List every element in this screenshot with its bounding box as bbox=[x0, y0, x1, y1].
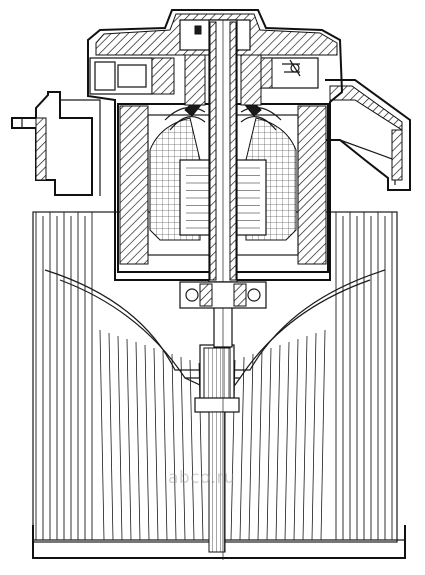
housing-flange-left bbox=[11, 91, 101, 196]
impeller-blade-line bbox=[144, 344, 150, 541]
impeller-blade-line bbox=[117, 335, 123, 541]
impeller-blade-line bbox=[135, 341, 141, 541]
impeller-blade-line bbox=[162, 350, 168, 541]
impeller-wheel bbox=[32, 211, 406, 559]
stator-right-pole bbox=[297, 105, 327, 265]
impeller-blade-line bbox=[180, 356, 186, 541]
impeller-blade-line bbox=[266, 347, 272, 541]
housing-flange-right bbox=[325, 79, 411, 191]
lower-bearing bbox=[179, 281, 267, 309]
impeller-blade-line bbox=[99, 329, 105, 541]
impeller-blade-line bbox=[189, 359, 195, 541]
impeller-blade-line bbox=[257, 350, 263, 541]
connector-block bbox=[89, 57, 175, 95]
impeller-blade-line bbox=[293, 338, 299, 541]
stator-left-pole bbox=[119, 105, 149, 265]
impeller-blade-line bbox=[248, 353, 254, 541]
impeller-blade-line bbox=[311, 332, 317, 541]
impeller-blade-line bbox=[302, 335, 308, 541]
impeller-blade-line bbox=[275, 344, 281, 541]
impeller-blade-line bbox=[284, 341, 290, 541]
impeller-blade-line bbox=[126, 338, 132, 541]
impeller-blade-line bbox=[108, 332, 114, 541]
impeller-blade-line bbox=[239, 356, 245, 541]
watermark-text: abco.ru bbox=[168, 468, 236, 488]
impeller-blade-line bbox=[153, 347, 159, 541]
impeller-blade-line bbox=[171, 353, 177, 541]
stator bbox=[117, 103, 329, 273]
commutator bbox=[184, 54, 262, 106]
impeller-bottom-ring bbox=[32, 525, 406, 559]
impeller-blade-line bbox=[320, 329, 326, 541]
